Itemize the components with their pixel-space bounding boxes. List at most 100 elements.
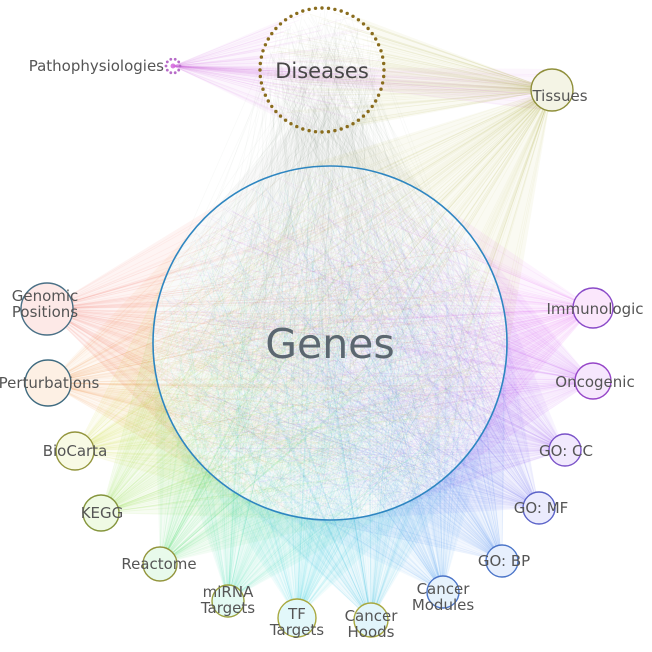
- collection-node-shapes: [20, 57, 614, 638]
- edge-fan-go-cc-genes: [157, 183, 566, 512]
- edge-fan-tf-targets-genes: [167, 168, 504, 619]
- edge-fan-reactome-genes: [159, 170, 491, 565]
- genes-label: Genes: [265, 320, 395, 368]
- diseases-ring-dot: [259, 55, 264, 59]
- node-label-tf-targets: TF: [287, 605, 306, 623]
- node-label-cancer-hoods: Cancer: [345, 607, 399, 625]
- diseases-ring-dot: [361, 22, 366, 26]
- diseases-label: Diseases: [275, 59, 369, 83]
- diseases-ring-dot: [379, 49, 383, 53]
- edge-fan-cancer-hoods-genes: [163, 172, 506, 621]
- node-tissues[interactable]: [531, 69, 573, 111]
- diseases-ring-dot: [261, 49, 265, 53]
- diseases-ring-dot: [289, 122, 293, 126]
- node-reactome[interactable]: [143, 547, 177, 581]
- edge-fan-pathophysiologies-tissues: [172, 65, 565, 110]
- diseases-ring-dot: [295, 11, 299, 16]
- node-biocarta[interactable]: [56, 432, 94, 470]
- wedge-oncogenic-genes: [427, 229, 593, 491]
- wedge-tissues-diseases: [333, 11, 552, 131]
- diseases-ring-dot: [301, 9, 305, 13]
- diseases-ring-dot: [351, 122, 355, 126]
- diseases-ring-dot: [356, 118, 361, 122]
- diseases-ring-dot: [258, 74, 262, 79]
- node-immunologic[interactable]: [573, 288, 613, 328]
- node-go-bp[interactable]: [486, 545, 518, 577]
- wedge-mirna-targets-genes: [161, 397, 416, 601]
- node-perturbations[interactable]: [25, 360, 71, 406]
- node-cancer-hoods[interactable]: [354, 603, 388, 637]
- diseases-ring-dot: [270, 104, 274, 109]
- diseases-ring-dot: [333, 128, 337, 133]
- edge-fan-mirna-targets-genes: [153, 181, 502, 602]
- diseases-ring-dot: [376, 93, 381, 97]
- node-oncogenic[interactable]: [575, 363, 611, 399]
- wedge-diseases-genes: [201, 94, 450, 221]
- edge-wedges: [47, 11, 593, 620]
- diseases-ring-dot: [382, 74, 386, 79]
- diseases-ring-dot: [263, 43, 268, 47]
- node-pathophysiologies[interactable]: [164, 57, 182, 75]
- node-ring-kegg: [82, 494, 120, 532]
- diseases-ring-dot: [258, 68, 262, 72]
- node-go-mf[interactable]: [523, 492, 555, 524]
- diseases-ring-dot: [345, 124, 349, 129]
- edge-fan-tissues-genes: [155, 89, 553, 510]
- wedge-immunologic-genes: [429, 196, 593, 459]
- diseases-ring-dot: [370, 104, 374, 109]
- edge-fan-genomic-positions-genes: [46, 176, 499, 515]
- wedge-cancer-hoods-genes: [210, 433, 483, 620]
- node-ring-tf-targets: [277, 598, 317, 638]
- wedge-cancer-modules-genes: [254, 391, 501, 592]
- wedge-go-bp-genes: [292, 347, 507, 561]
- diseases-ring-dot: [374, 99, 378, 103]
- diseases-ring-dot: [351, 14, 355, 18]
- diseases-ring-dot: [295, 124, 299, 129]
- diseases-ring-dot: [263, 93, 268, 97]
- edge-fan-cancer-modules-genes: [166, 167, 494, 593]
- node-ring-genomic-positions: [20, 282, 74, 336]
- diseases-ring-dot: [307, 128, 311, 133]
- node-go-cc[interactable]: [549, 434, 581, 466]
- wedge-perturbations-genes: [48, 221, 241, 496]
- wedge-tissues-genes: [278, 90, 552, 373]
- node-ring-tissues: [530, 68, 574, 112]
- node-label-tf-targets: Targets: [269, 621, 324, 639]
- node-ring-perturbations: [24, 359, 72, 407]
- node-label-go-bp: GO: BP: [478, 552, 530, 570]
- node-label-mirna-targets: Targets: [200, 599, 255, 617]
- node-ring-go-bp: [485, 544, 519, 578]
- node-mirna-targets[interactable]: [212, 585, 244, 617]
- node-label-perturbations: Perturbations: [0, 374, 100, 392]
- edge-fan-oncogenic-genes: [170, 166, 594, 518]
- diseases-ring-dot: [274, 26, 278, 31]
- diseases-ring-dot: [326, 130, 331, 134]
- diseases-ring-dot: [374, 37, 378, 41]
- node-genomic-positions[interactable]: [21, 283, 73, 335]
- diseases-ring-dot: [379, 87, 383, 91]
- diseases-ring-dot: [266, 37, 270, 41]
- diseases-ring-dot: [258, 61, 262, 66]
- diseases-ring-dot: [339, 9, 343, 13]
- diseases-ring-dot: [283, 18, 288, 22]
- node-ring-biocarta: [55, 431, 95, 471]
- diseases-ring-dot: [259, 81, 264, 85]
- node-cancer-modules[interactable]: [427, 576, 459, 608]
- node-label-immunologic: Immunologic: [546, 300, 643, 318]
- diseases-ring-dot: [382, 61, 386, 66]
- node-ring-oncogenic: [574, 362, 612, 400]
- genes-circle[interactable]: [152, 165, 508, 521]
- diseases-ring-dot: [266, 99, 270, 103]
- diseases-ring-dot: [278, 114, 283, 118]
- node-kegg[interactable]: [83, 495, 119, 531]
- node-ring-mirna-targets: [211, 584, 245, 618]
- node-ring-immunologic: [572, 287, 614, 329]
- edge-fan-go-bp-genes: [159, 177, 505, 562]
- diseases-ring-dot: [320, 6, 324, 10]
- node-tf-targets[interactable]: [278, 599, 316, 637]
- diseases-ring-dot: [320, 130, 324, 134]
- wedge-go-cc-genes: [387, 276, 565, 511]
- node-ring-reactome: [142, 546, 178, 582]
- diseases-circle[interactable]: [258, 6, 386, 134]
